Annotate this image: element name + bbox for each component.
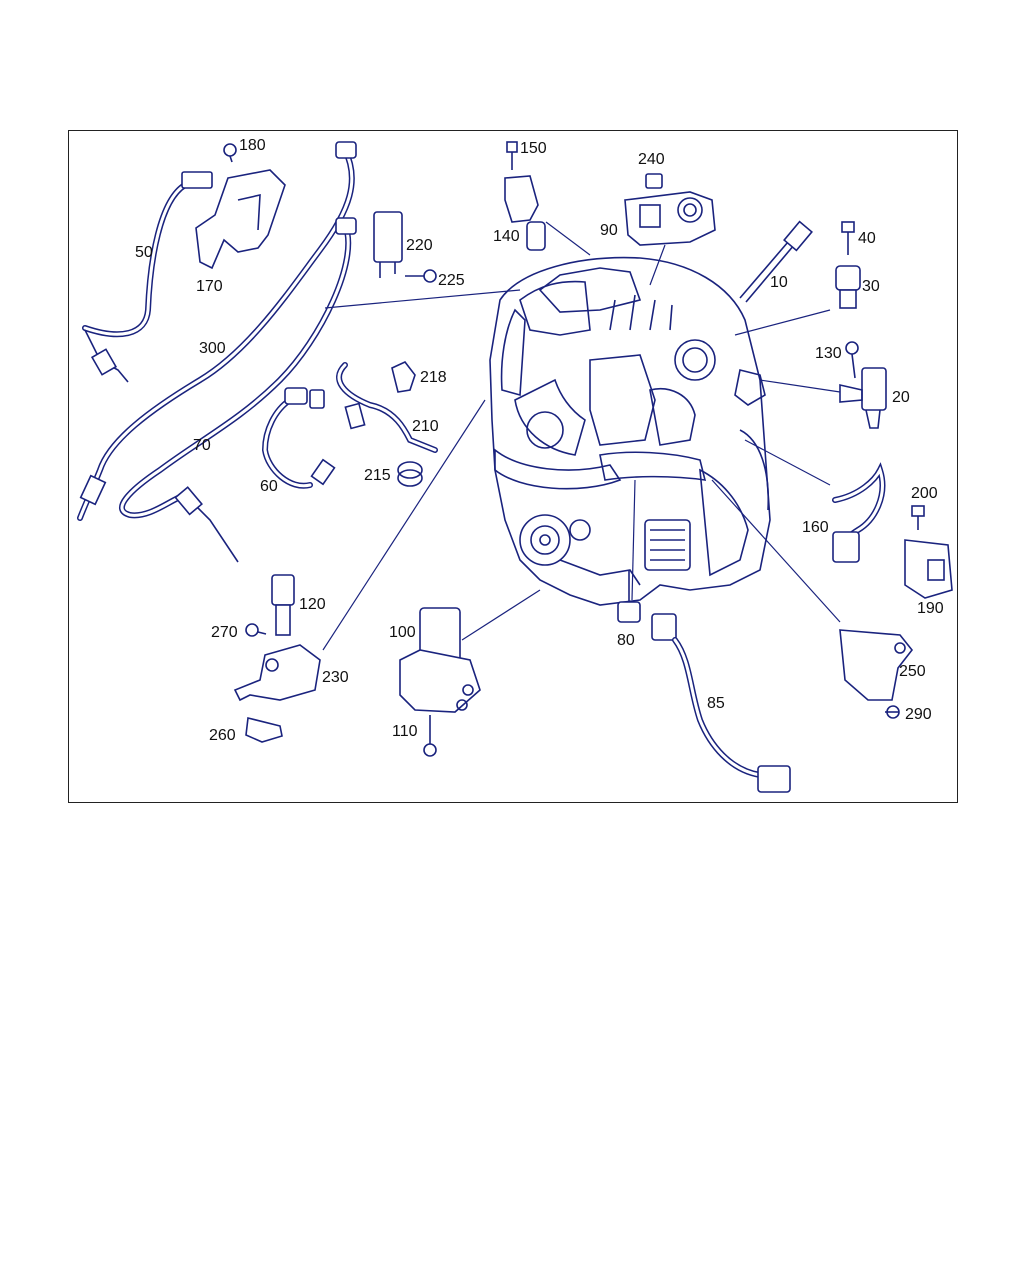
callout-85: 85: [707, 695, 725, 712]
callout-labels: 10 20 30 40 50 60 70 80 85 90 100 110 12…: [135, 137, 944, 744]
sensor-60: [261, 387, 336, 489]
engine-assembly: [489, 256, 771, 606]
callout-180: 180: [239, 137, 266, 154]
callout-270: 270: [211, 624, 238, 641]
callout-20: 20: [892, 389, 910, 406]
sensor-85: [651, 613, 791, 793]
bolt-225: [405, 269, 437, 283]
callout-90: 90: [600, 222, 618, 239]
callout-300: 300: [199, 340, 226, 357]
sensor-210: [336, 362, 438, 453]
oil-module-100: [399, 607, 481, 713]
bolt-180: [223, 143, 237, 163]
callout-240: 240: [638, 151, 665, 168]
callout-210: 210: [412, 418, 439, 435]
callout-110: 110: [392, 723, 418, 740]
callout-60: 60: [260, 478, 278, 495]
clip-218: [391, 361, 416, 393]
callout-130: 130: [815, 345, 842, 362]
callout-70: 70: [193, 437, 211, 454]
leader-lines: [322, 221, 841, 651]
callout-140: 140: [493, 228, 520, 245]
callout-218: 218: [420, 369, 447, 386]
sensor-120: [271, 574, 295, 636]
sensor-80: [617, 570, 641, 623]
callout-225: 225: [438, 272, 465, 289]
temp-sensor-50: [82, 171, 213, 383]
bolt-270: [245, 623, 267, 637]
bracket-230: [233, 644, 321, 702]
callout-10: 10: [770, 274, 788, 291]
sensor-160: [832, 462, 886, 563]
glow-plug: [739, 220, 813, 303]
callout-30: 30: [862, 278, 880, 295]
map-sensor: [839, 367, 887, 429]
callout-50: 50: [135, 244, 153, 261]
cap-215: [397, 461, 423, 487]
bolt-130: [845, 341, 859, 379]
cable-70: [119, 217, 357, 563]
bolt-110: [423, 715, 437, 757]
pressure-sensor: [835, 265, 861, 309]
callout-290: 290: [905, 706, 932, 723]
callout-190: 190: [917, 600, 944, 617]
bolt-290: [885, 705, 900, 719]
callout-250: 250: [899, 663, 926, 680]
bolt-200: [911, 505, 925, 530]
bracket-250: [839, 629, 914, 701]
callout-230: 230: [322, 669, 349, 686]
callout-80: 80: [617, 632, 635, 649]
callout-215: 215: [364, 467, 391, 484]
callout-220: 220: [406, 237, 433, 254]
diagram-frame: [68, 130, 958, 803]
bracket-260: [245, 717, 283, 743]
bolt-40: [841, 221, 855, 255]
callout-200: 200: [911, 485, 938, 502]
bolt-150: [506, 141, 518, 170]
sensor-190: [904, 539, 953, 599]
solenoid-220: [373, 211, 403, 278]
callout-100: 100: [389, 624, 416, 641]
callout-120: 120: [299, 596, 326, 613]
actuator-90: [624, 191, 716, 246]
callout-170: 170: [196, 278, 223, 295]
callout-160: 160: [802, 519, 829, 536]
callout-150: 150: [520, 140, 547, 157]
callout-260: 260: [209, 727, 236, 744]
sensor-140: [504, 175, 546, 251]
callout-40: 40: [858, 230, 876, 247]
bracket-170: [195, 169, 286, 270]
cap-240: [645, 173, 663, 189]
